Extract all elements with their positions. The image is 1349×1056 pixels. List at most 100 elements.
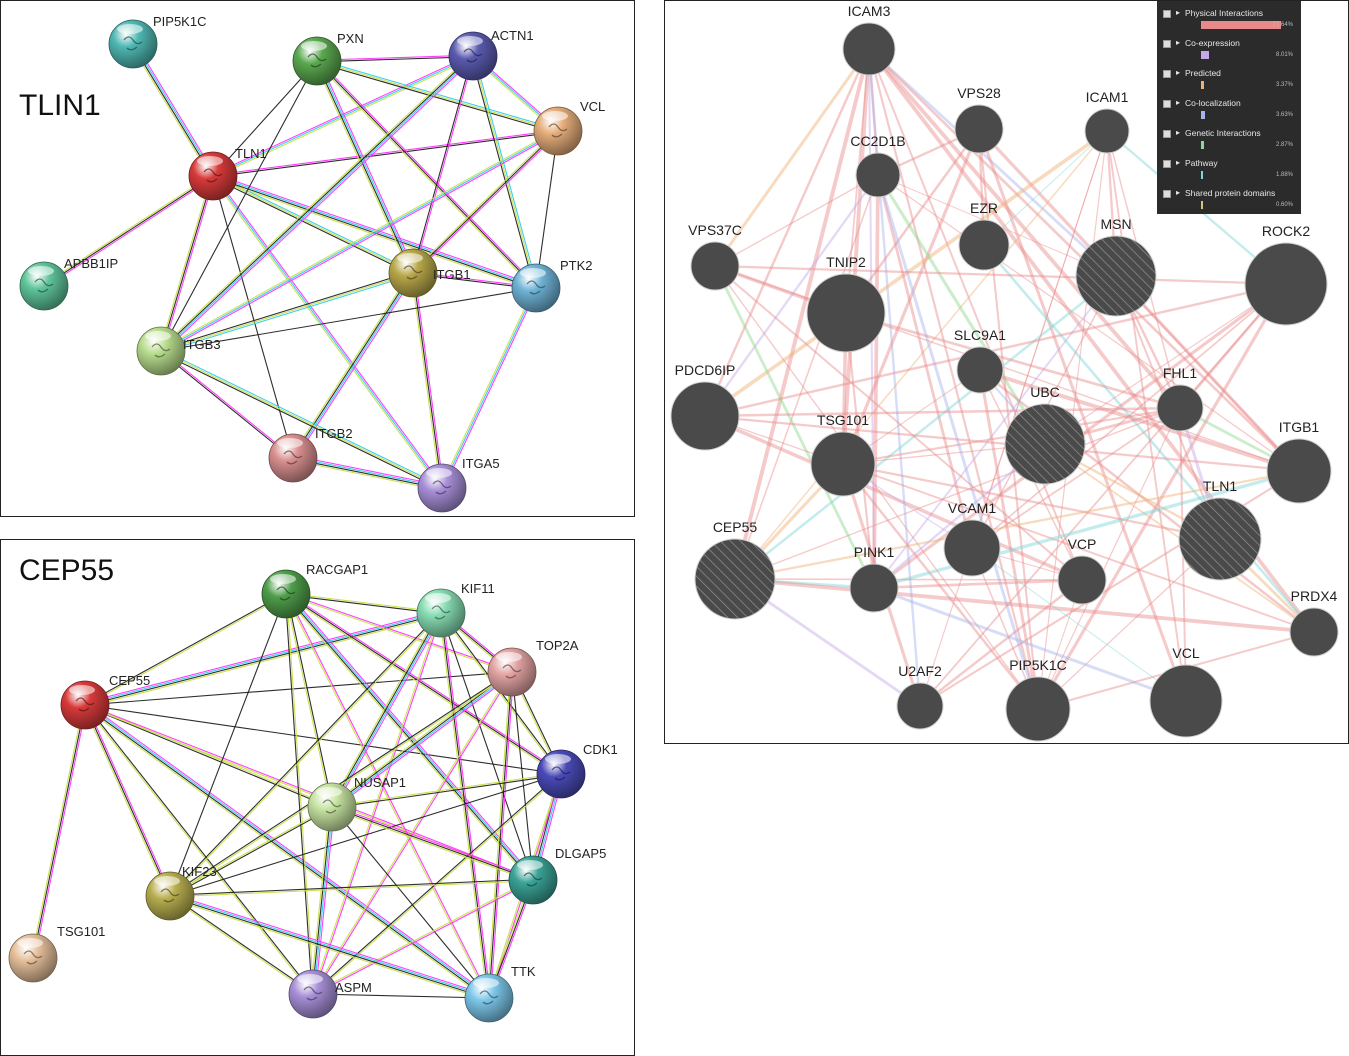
edge-cdk1-kif23 xyxy=(169,773,562,897)
node-tln1[interactable]: TLN1 xyxy=(1178,478,1262,581)
node-itgb1[interactable]: ITGB1 xyxy=(388,248,471,298)
node-itgb3[interactable]: ITGB3 xyxy=(136,326,221,376)
node-pip5k1c[interactable]: PIP5K1C xyxy=(108,14,206,69)
node-label-tnip2: TNIP2 xyxy=(826,254,866,270)
legend-label: Co-localization xyxy=(1185,98,1241,108)
node-vcl[interactable]: VCL xyxy=(1149,645,1223,738)
edge-vcl-itgb3 xyxy=(159,129,560,353)
node-tln1[interactable]: TLN1 xyxy=(188,146,267,201)
node-icam3[interactable]: ICAM3 xyxy=(842,3,896,76)
node-label-cc2d1b: CC2D1B xyxy=(850,133,905,149)
node-label-vcp: VCP xyxy=(1068,536,1097,552)
node-cep55[interactable]: CEP55 xyxy=(694,519,776,620)
legend-weight-bar xyxy=(1201,81,1205,89)
edge-tln1-itga5 xyxy=(211,174,444,490)
edge-cep55-aspm xyxy=(83,704,315,995)
legend-label: Physical Interactions xyxy=(1185,8,1263,18)
edge-kif11-dlgap5 xyxy=(440,612,534,881)
node-vcl[interactable]: VCL xyxy=(533,99,605,156)
node-actn1[interactable]: ACTN1 xyxy=(448,28,534,81)
legend-checkbox[interactable] xyxy=(1163,10,1171,18)
legend-weight-bar xyxy=(1201,171,1203,179)
expand-arrow-icon[interactable]: ▸ xyxy=(1176,98,1181,107)
legend-percent: 77.64% xyxy=(1272,22,1293,28)
expand-arrow-icon[interactable]: ▸ xyxy=(1176,68,1181,77)
edge-tln1-pip5k1c xyxy=(1037,538,1221,710)
expand-arrow-icon[interactable]: ▸ xyxy=(1176,158,1181,167)
node-label-pip5k1c: PIP5K1C xyxy=(1009,657,1067,673)
node-fhl1[interactable]: FHL1 xyxy=(1156,365,1204,432)
node-vps28[interactable]: VPS28 xyxy=(954,85,1004,154)
node-ubc[interactable]: UBC xyxy=(1004,384,1086,485)
edge-racgap1-kif23 xyxy=(169,593,287,897)
node-slc9a1[interactable]: SLC9A1 xyxy=(954,327,1006,394)
node-tnip2[interactable]: TNIP2 xyxy=(806,254,886,353)
edge-pxn-ptk2 xyxy=(315,59,538,290)
edge-racgap1-dlgap5 xyxy=(283,592,536,882)
node-msn[interactable]: MSN xyxy=(1075,216,1157,317)
node-label-fhl1: FHL1 xyxy=(1163,365,1197,381)
edge-cep55-top2a xyxy=(84,671,513,706)
node-tsg101[interactable]: TSG101 xyxy=(810,412,876,497)
node-itgb1[interactable]: ITGB1 xyxy=(1266,419,1332,504)
node-label-itgb2: ITGB2 xyxy=(315,426,353,441)
node-cdk1[interactable]: CDK1 xyxy=(536,742,618,799)
node-label-vcam1: VCAM1 xyxy=(948,500,996,516)
node-icam1[interactable]: ICAM1 xyxy=(1084,89,1130,154)
node-aspm[interactable]: ASPM xyxy=(288,969,372,1019)
node-top2a[interactable]: TOP2A xyxy=(487,638,579,697)
node-ezr[interactable]: EZR xyxy=(958,200,1010,271)
edge-racgap1-aspm xyxy=(284,593,315,995)
node-rock2[interactable]: ROCK2 xyxy=(1244,223,1328,326)
node-pip5k1c[interactable]: PIP5K1C xyxy=(1005,657,1071,742)
node-pink1[interactable]: PINK1 xyxy=(849,544,899,613)
legend-checkbox[interactable] xyxy=(1163,70,1171,78)
edge-tln1-pxn xyxy=(212,60,318,177)
node-vcam1[interactable]: VCAM1 xyxy=(943,500,1001,577)
node-label-slc9a1: SLC9A1 xyxy=(954,327,1006,343)
node-apbb1ip[interactable]: APBB1IP xyxy=(19,256,118,311)
node-ptk2[interactable]: PTK2 xyxy=(511,258,593,313)
node-vps37c[interactable]: VPS37C xyxy=(688,222,742,291)
expand-arrow-icon[interactable]: ▸ xyxy=(1176,8,1181,17)
node-nusap1[interactable]: NUSAP1 xyxy=(307,775,406,832)
edge-rock2-vcam1 xyxy=(971,283,1287,549)
legend-checkbox[interactable] xyxy=(1163,130,1171,138)
node-cep55[interactable]: CEP55 xyxy=(60,673,150,730)
node-cc2d1b[interactable]: CC2D1B xyxy=(850,133,906,198)
expand-arrow-icon[interactable]: ▸ xyxy=(1176,128,1181,137)
legend-checkbox[interactable] xyxy=(1163,100,1171,108)
node-ttk[interactable]: TTK xyxy=(464,964,536,1023)
node-pxn[interactable]: PXN xyxy=(292,31,364,86)
legend-checkbox[interactable] xyxy=(1163,190,1171,198)
node-tsg101[interactable]: TSG101 xyxy=(8,924,105,983)
node-label-vps37c: VPS37C xyxy=(688,222,742,238)
node-label-tsg101: TSG101 xyxy=(57,924,105,939)
legend-item-physical-interactions[interactable]: ▸ Physical Interactions 77.64% xyxy=(1161,7,1299,37)
node-prdx4[interactable]: PRDX4 xyxy=(1289,588,1339,657)
node-kif11[interactable]: KIF11 xyxy=(416,581,495,638)
node-label-itgb3: ITGB3 xyxy=(183,337,221,352)
expand-arrow-icon[interactable]: ▸ xyxy=(1176,188,1181,197)
node-itga5[interactable]: ITGA5 xyxy=(417,456,500,513)
legend-checkbox[interactable] xyxy=(1163,160,1171,168)
expand-arrow-icon[interactable]: ▸ xyxy=(1176,38,1181,47)
node-vcp[interactable]: VCP xyxy=(1057,536,1107,605)
node-label-ttk: TTK xyxy=(511,964,536,979)
node-kif23[interactable]: KIF23 xyxy=(145,864,217,921)
node-u2af2[interactable]: U2AF2 xyxy=(896,663,944,730)
node-label-dlgap5: DLGAP5 xyxy=(555,846,606,861)
node-pdcd6ip[interactable]: PDCD6IP xyxy=(670,362,740,451)
tlin1-title: TLIN1 xyxy=(19,89,101,122)
legend-checkbox[interactable] xyxy=(1163,40,1171,48)
node-itgb2[interactable]: ITGB2 xyxy=(268,426,353,483)
node-dlgap5[interactable]: DLGAP5 xyxy=(508,846,606,905)
node-racgap1[interactable]: RACGAP1 xyxy=(261,562,368,619)
